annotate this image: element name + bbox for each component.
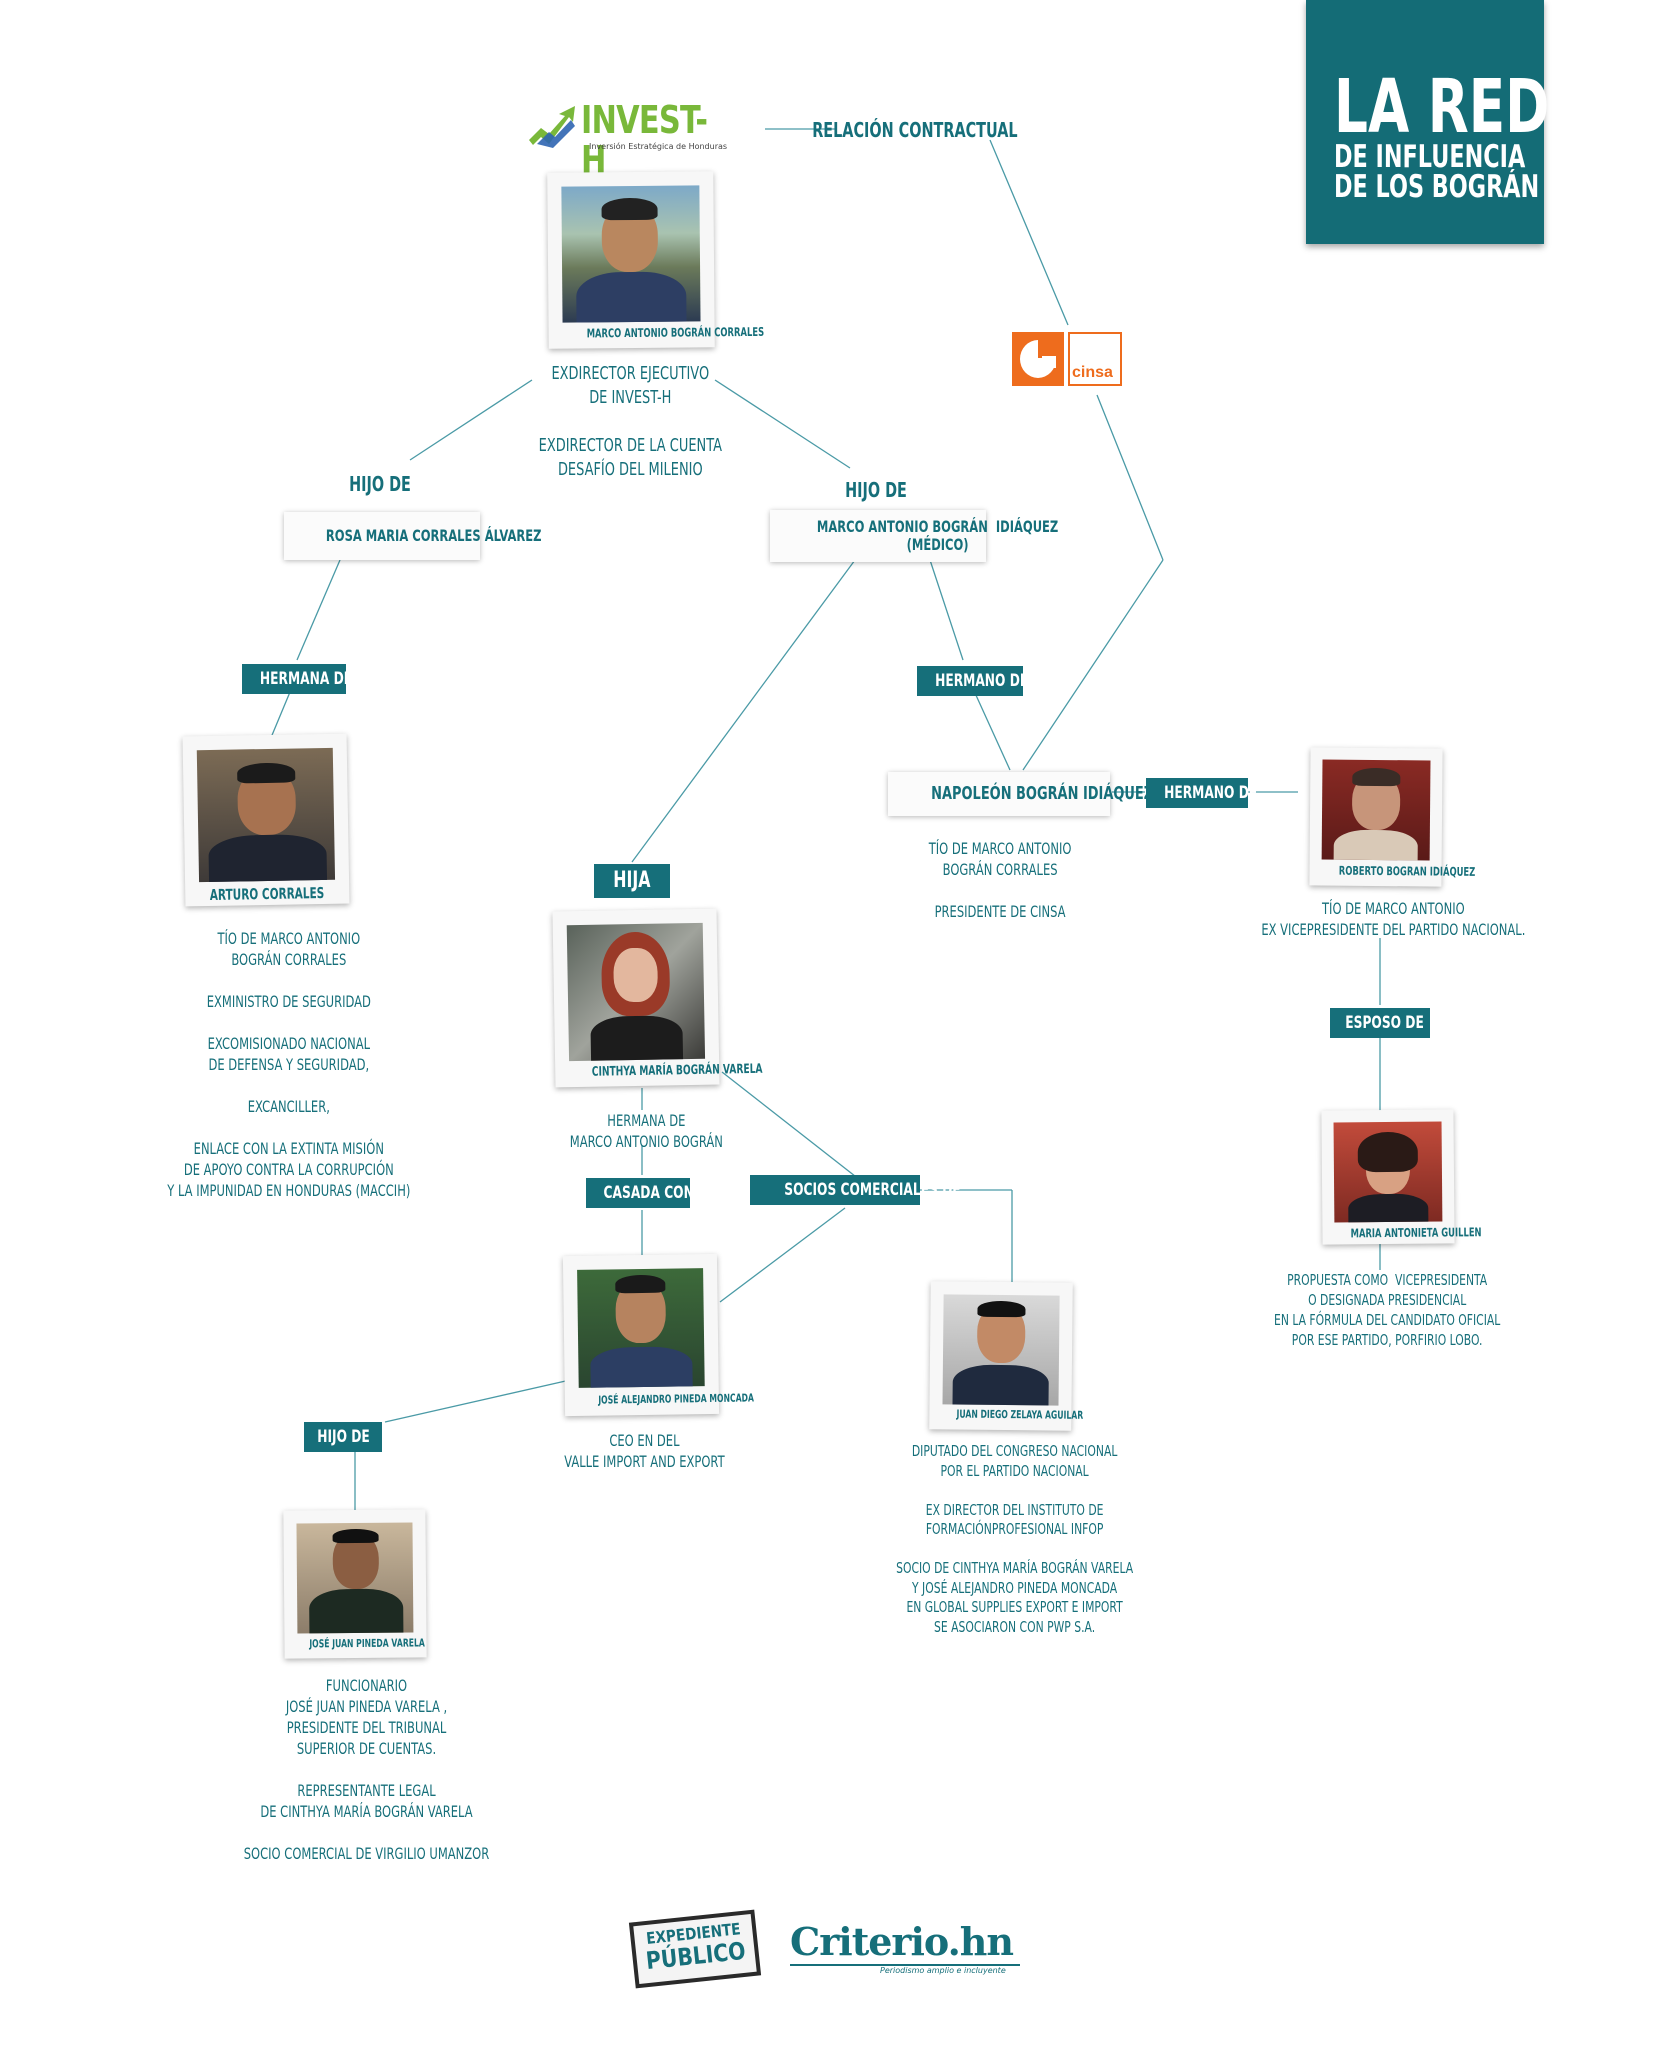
expediente-publico-logo: EXPEDIENTE PÚBLICO [628,1909,762,1989]
maria-description: PROPUESTA COMO VICEPRESIDENTA O DESIGNAD… [1274,1271,1501,1349]
jose-alejandro-portrait [577,1268,705,1388]
napoleon-description: TÍO DE MARCO ANTONIO BOGRÁN CORRALES PRE… [928,839,1072,921]
arturo-description: TÍO DE MARCO ANTONIO BOGRÁN CORRALES EXM… [167,929,411,1200]
cinsa-wordmark: cinsa [1072,364,1113,381]
title-line-2: DE INFLUENCIA [1334,139,1526,175]
photo-roberto-bogran: ROBERTO BOGRAN IDIÁQUEZ [1309,747,1475,887]
relacion-contractual-label: RELACIÓN CONTRACTUAL [812,118,1018,142]
roberto-description: TÍO DE MARCO ANTONIO EX VICEPRESIDENTE D… [1261,899,1526,939]
jose-juan-caption: JOSÉ JUAN PINEDA VARELA [309,1636,425,1651]
jose-juan-description: FUNCIONARIO JOSÉ JUAN PINEDA VARELA , PR… [243,1676,490,1863]
cinthya-description: HERMANA DE MARCO ANTONIO BOGRÁN [569,1111,723,1151]
title-line-1: LA RED [1334,64,1550,150]
hermano-de-tag-1: HERMANO DE [917,666,1028,696]
juan-diego-caption: JUAN DIEGO ZELAYA AGUILAR [956,1407,1084,1422]
photo-jose-juan-pineda: JOSÉ JUAN PINEDA VARELA [283,1509,427,1659]
invest-arrow-icon [529,106,575,148]
hijo-de-left-label: HIJO DE [349,472,411,496]
maria-portrait [1333,1121,1443,1223]
jose-alejandro-description: CEO EN DEL VALLE IMPORT AND EXPORT [563,1431,725,1471]
marco-description: EXDIRECTOR EJECUTIVO DE INVEST-H EXDIREC… [538,363,722,480]
jose-alejandro-caption: JOSÉ ALEJANDRO PINEDA MONCADA [598,1391,755,1407]
criterio-hn-logo: Criterio.hn Periodismo amplio e incluyen… [790,1920,1026,1980]
infographic-title: LA RED DE INFLUENCIA DE LOS BOGRÁN [1306,0,1549,244]
invest-wordmark: INVEST-H [581,98,708,182]
roberto-caption: ROBERTO BOGRAN IDIÁQUEZ [1338,863,1476,879]
napoleon-bogran-card: NAPOLEÓN BOGRÁN IDIÁQUEZ [888,772,1153,816]
jose-juan-portrait [296,1522,414,1634]
marco-bogran-idiaquez-card: MARCO ANTONIO BOGRÁN IDIÁQUEZ (MÉDICO) [770,510,1058,562]
photo-marco-bogran-corrales: MARCO ANTONIO BOGRÁN CORRALES [547,171,764,349]
rosa-maria-corrales-card: ROSA MARIA CORRALES ÁLVAREZ [284,512,542,560]
roberto-portrait [1321,759,1431,861]
hija-tag: HIJA [594,864,670,898]
hijo-de-right-label: HIJO DE [845,478,907,502]
cinthya-portrait [566,922,706,1062]
photo-maria-antonieta-guillen: MARIA ANTONIETA GUILLEN [1321,1109,1482,1245]
marco-caption: MARCO ANTONIO BOGRÁN CORRALES [586,324,765,341]
photo-jose-alejandro-pineda: JOSÉ ALEJANDRO PINEDA MONCADA [562,1253,754,1417]
cinsa-c-icon [1012,332,1064,386]
photo-cinthya-bogran-varela: CINTHYA MARÍA BOGRÁN VARELA [552,908,763,1088]
socios-comerciales-tag: SOCIOS COMERCIALES DE [750,1175,961,1205]
photo-juan-diego-zelaya: JUAN DIEGO ZELAYA AGUILAR [929,1281,1083,1431]
cinsa-logo: cinsa [1012,332,1124,388]
juan-diego-portrait [942,1294,1060,1406]
marco-portrait [561,185,701,323]
title-line-3: DE LOS BOGRÁN [1334,169,1540,205]
invest-h-logo: INVEST-H Inversión Estratégica de Hondur… [527,98,728,180]
criterio-wordmark: Criterio.hn [790,1919,1014,1964]
hermano-de-tag-2: HERMANO DE [1146,778,1257,808]
juan-diego-description: DIPUTADO DEL CONGRESO NACIONAL POR EL PA… [896,1442,1134,1636]
arturo-caption: ARTURO CORRALES [209,883,325,904]
cinthya-caption: CINTHYA MARÍA BOGRÁN VARELA [591,1061,763,1080]
photo-arturo-corrales: ARTURO CORRALES [182,733,350,907]
esposo-de-tag: ESPOSO DE [1330,1008,1430,1038]
hijo-de-bottom-tag: HIJO DE [304,1422,382,1452]
arturo-portrait [196,747,336,883]
maria-caption: MARIA ANTONIETA GUILLEN [1350,1225,1482,1241]
criterio-tagline: Periodismo amplio e incluyente [880,1966,1006,1975]
casada-con-tag: CASADA CON [586,1178,694,1208]
invest-tagline: Inversión Estratégica de Honduras [589,142,728,151]
hermana-de-tag: HERMANA DE [242,664,352,694]
